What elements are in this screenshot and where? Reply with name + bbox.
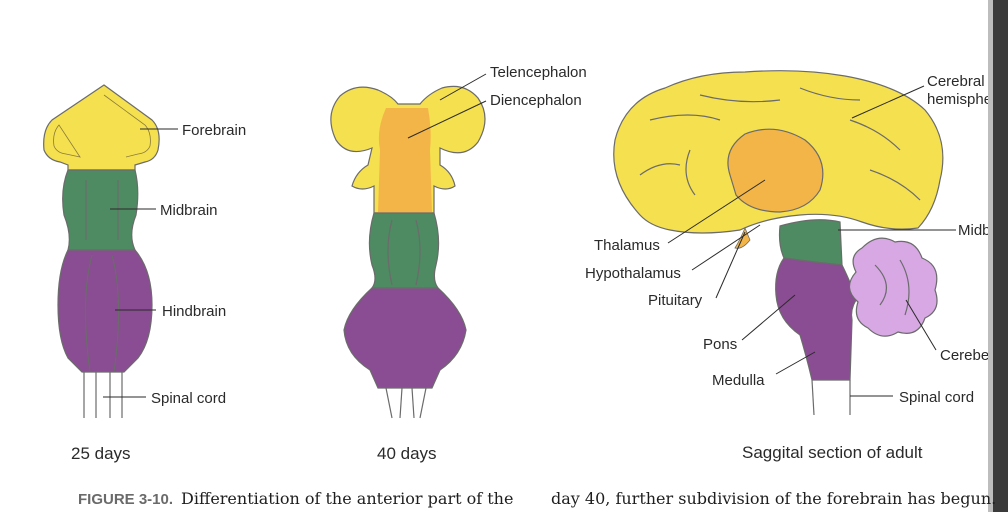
page-edge xyxy=(993,0,1008,512)
caption-adult: Saggital section of adult xyxy=(742,443,923,462)
embryo-40-days: Telencephalon Diencephalon xyxy=(330,64,587,419)
hindbrain-40 xyxy=(343,287,467,389)
label-telencephalon: Telencephalon xyxy=(490,64,587,81)
label-pons: Pons xyxy=(703,336,737,353)
pons-medulla xyxy=(775,257,857,381)
figure-number: FIGURE 3-10. xyxy=(78,491,173,508)
label-spinal-cord-25: Spinal cord xyxy=(151,390,226,407)
figure-text-right: day 40, further subdivision of the foreb… xyxy=(551,489,996,508)
label-hypothalamus: Hypothalamus xyxy=(585,265,681,282)
hindbrain-25 xyxy=(57,249,153,373)
embryo-25-days: Forebrain Midbrain Hindbrain Spinal cord xyxy=(43,84,246,418)
diencephalon-40 xyxy=(378,108,432,213)
label-diencephalon: Diencephalon xyxy=(490,92,582,109)
label-medulla: Medulla xyxy=(712,372,765,389)
adult-brain: Cerebral hemisphere Midbrain Thalamus Hy… xyxy=(585,70,1008,416)
caption-40-days: 40 days xyxy=(377,444,437,463)
label-hemisphere: hemisphere xyxy=(927,91,1005,108)
caption-25-days: 25 days xyxy=(71,444,131,463)
label-forebrain: Forebrain xyxy=(182,122,246,139)
label-cerebral: Cerebral xyxy=(927,73,985,90)
thalamus-region xyxy=(727,128,824,213)
figure-text-left: Differentiation of the anterior part of … xyxy=(181,489,513,508)
label-midbrain: Midbrain xyxy=(160,202,218,219)
label-pituitary: Pituitary xyxy=(648,292,703,309)
midbrain-25 xyxy=(62,169,139,251)
label-hindbrain: Hindbrain xyxy=(162,303,226,320)
label-thalamus: Thalamus xyxy=(594,237,660,254)
midbrain-40 xyxy=(368,212,440,289)
cerebellum xyxy=(848,237,938,337)
label-spinal-cord-adult: Spinal cord xyxy=(899,389,974,406)
